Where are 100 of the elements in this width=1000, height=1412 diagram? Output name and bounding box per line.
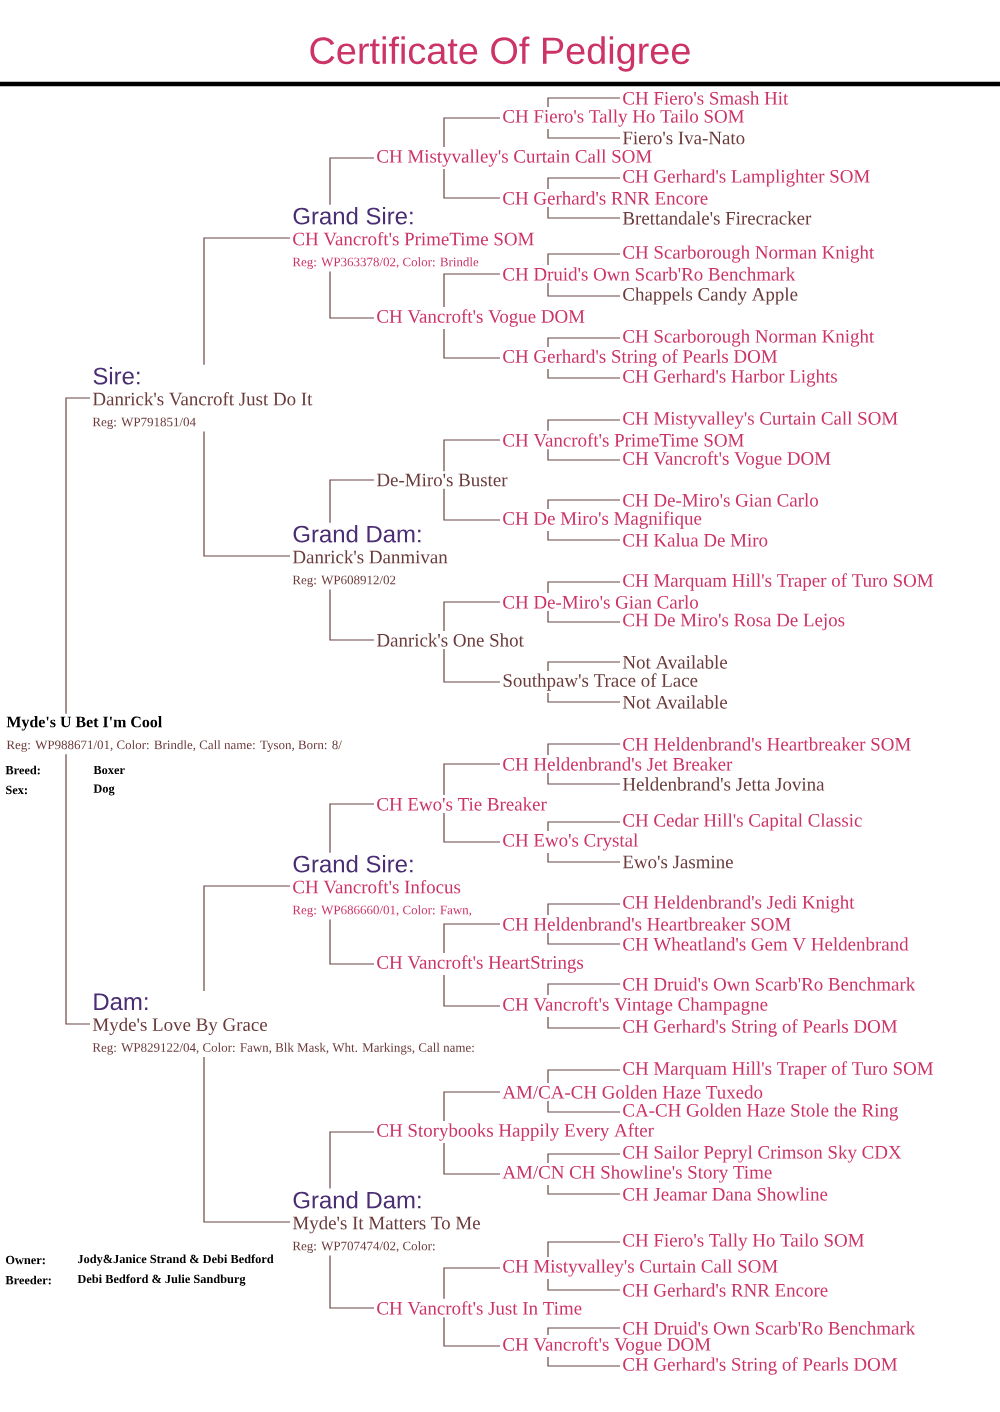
pedigree-line [443,1316,501,1347]
dog-name: Ewo's Jasmine [622,855,733,869]
pedigree-line [547,772,621,785]
pedigree-line [547,821,621,832]
dog-name: CH Heldenbrand's Heartbreaker SOM [503,917,791,931]
dog-name: Southpaw's Trace of Lace [503,673,698,691]
pedigree-line [329,157,375,206]
pedigree-line [547,337,621,348]
dog-name: CH Gerhard's String of Pearls DOM [623,1357,898,1375]
pedigree-line [547,1100,621,1113]
pedigree-line [547,661,621,672]
pedigree-line [443,168,501,199]
dog-name: CA-CH Golden Haze Stole the Ring [623,1103,899,1121]
dog-name: CH Druid's Own Scarb'Ro Benchmark [623,977,916,991]
dog-name: CH Gerhard's RNR Encore [503,191,708,205]
pedigree-line [443,601,501,632]
pedigree-line [547,97,621,108]
dog-name: Danrick's One Shot [376,633,524,647]
dog-name: CH Vancroft's Vogue DOM [623,451,831,469]
dog-name: CH Gerhard's Lamplighter SOM [623,169,870,187]
dog-name: CH Wheatland's Gem V Heldenbrand [623,937,909,951]
dog-name: CH Druid's Own Scarb'Ro Benchmark [623,1321,916,1335]
dog-name: De-Miro's Buster [376,473,508,487]
dog-name: CH Fiero's Smash Hit [623,91,789,105]
pedigree-line [547,499,621,510]
dog-name: CH Vancroft's HeartStrings [377,955,584,973]
pedigree-line [547,581,621,594]
dog-name: CH Gerhard's RNR Encore [623,1283,828,1297]
pedigree-line [547,903,621,916]
pedigree-line [547,419,621,432]
dog-name: CH Ewo's Crystal [503,833,638,851]
pedigree-line [547,253,621,266]
pedigree-line [547,530,621,541]
pedigree-line [443,1267,501,1300]
dog-name: Fiero's Iva-Nato [622,131,745,145]
pedigree-line [547,1069,621,1084]
pedigree-line [329,588,375,641]
pedigree-line [547,1327,621,1336]
dog-name: CH De Miro's Rosa De Lejos [623,613,845,631]
dog-name: CH Vancroft's PrimeTime SOM [503,433,744,447]
dog-name: CH Heldenbrand's Jet Breaker [503,757,733,771]
pedigree-line [443,273,501,308]
pedigree-line [443,812,501,843]
dog-name: CH Gerhard's Harbor Lights [623,369,837,387]
dog-name: CH Mistyvalley's Curtain Call SOM [377,149,652,167]
pedigree-line [547,983,621,996]
dog-name: AM/CA-CH Golden Haze Tuxedo [502,1085,763,1099]
pedigree-line [547,1016,621,1029]
dog-name: CH Marquam Hill's Traper of Turo SOM [623,1061,934,1079]
pedigree-line [65,753,91,1025]
pedigree-line [443,439,501,472]
dog-name: CH Druid's Own Scarb'Ro Benchmark [503,267,796,281]
pedigree-line [329,1254,375,1309]
dog-name: CH Vancroft's Vogue DOM [503,1337,711,1355]
pedigree-line [203,1056,291,1223]
dog-name: CH Vancroft's Vogue DOM [377,309,585,327]
dog-name: CH Fiero's Tally Ho Tailo SOM [503,109,744,127]
pedigree-line [547,368,621,379]
dog-name: CH De-Miro's Gian Carlo [503,595,699,609]
pedigree-line [329,803,375,854]
pedigree-line [443,923,501,954]
pedigree-line [547,1278,621,1291]
dog-name: CH Kalua De Miro [623,533,768,547]
pedigree-line [547,177,621,190]
pedigree-line [329,1131,375,1190]
dog-name: CH Ewo's Tie Breaker [377,797,547,811]
dog-name: CH Scarborough Norman Knight [623,329,875,347]
dog-name: Not Available [622,695,728,709]
pedigree-line [547,852,621,863]
pedigree-line [547,743,621,756]
pedigree-line [203,237,291,366]
pedigree-line [547,282,621,297]
pedigree-line [443,763,501,796]
dog-name: Brettandale's Firecracker [622,211,812,225]
pedigree-line [443,117,501,148]
pedigree-line [329,270,375,319]
dog-name: Chappels Candy Apple [623,287,798,305]
pedigree-line [443,488,501,521]
pedigree-line [443,328,501,359]
pedigree-line [443,1142,501,1175]
dog-name: CH De-Miro's Gian Carlo [623,493,819,507]
dog-name: CH Mistyvalley's Curtain Call SOM [623,411,898,429]
pedigree-line [329,479,375,524]
pedigree-line [547,206,621,219]
dog-name: CH Sailor Pepryl Crimson Sky CDX [623,1145,902,1163]
dog-name: CH Marquam Hill's Traper of Turo SOM [623,573,934,591]
pedigree-line [547,1184,621,1195]
pedigree-line [547,1356,621,1367]
dog-name: CH Heldenbrand's Jedi Knight [623,895,855,913]
dog-name: CH Mistyvalley's Curtain Call SOM [503,1259,778,1277]
dog-name: CH Jeamar Dana Showline [623,1187,828,1201]
pedigree-line [547,1153,621,1164]
pedigree-line [443,1091,501,1122]
dog-name: CH Gerhard's String of Pearls DOM [503,349,778,367]
pedigree-line [547,448,621,461]
dog-name: CH Storybooks Happily Every After [377,1123,654,1141]
pedigree-line [65,397,91,715]
pedigree-line [547,692,621,703]
dog-name: AM/CN CH Showline's Story Time [502,1165,772,1183]
pedigree-line [547,128,621,139]
